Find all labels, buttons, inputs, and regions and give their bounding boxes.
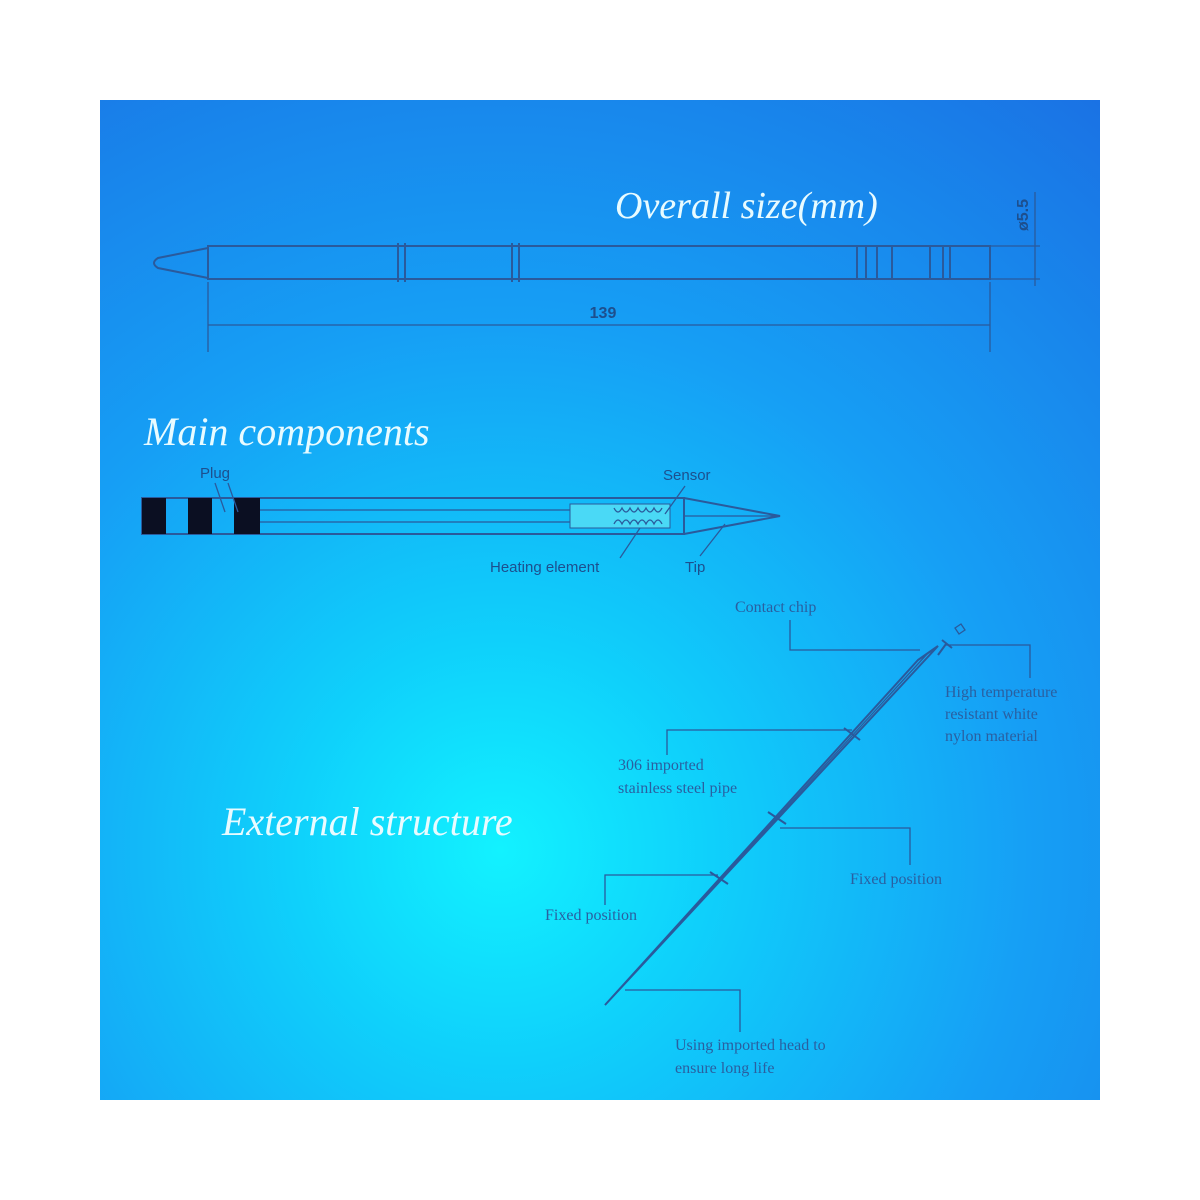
- external-tip-outline: [604, 623, 966, 1006]
- external-tip-cap-2: [937, 643, 947, 656]
- diagram-panel: Overall size(mm) 139: [100, 100, 1100, 1100]
- pipe-leader: [666, 729, 852, 755]
- nylon-label-line1: High temperature: [945, 684, 1057, 701]
- external-structure-title: External structure: [221, 799, 513, 844]
- overall-tip-cone: [153, 247, 209, 279]
- length-value: 139: [590, 305, 617, 322]
- main-components-title: Main components: [143, 409, 430, 454]
- sensor-leader: [664, 485, 686, 515]
- fixed-position-right-label: Fixed position: [850, 871, 942, 888]
- contact-chip-part: [954, 623, 966, 635]
- external-tip-axis: [604, 652, 929, 1006]
- fixed-position-left-leader: [604, 874, 718, 905]
- tip-label: Tip: [685, 559, 705, 576]
- head-label-line1: Using imported head to: [675, 1037, 826, 1054]
- contact-chip-label: Contact chip: [735, 599, 816, 616]
- plug-label: Plug: [200, 465, 230, 482]
- pipe-label-line1: 306 imported: [618, 757, 704, 774]
- pipe-label-line2: stainless steel pipe: [618, 780, 737, 797]
- plug-stripe-3: [234, 498, 260, 534]
- heating-element-label: Heating element: [490, 559, 600, 576]
- plug-stripe-1: [142, 498, 166, 534]
- heating-element-coil: [613, 506, 663, 526]
- head-leader: [625, 989, 741, 1032]
- overall-tip-body: [207, 245, 991, 280]
- length-dimension: 139: [207, 282, 991, 352]
- diameter-dimension: ø5.5: [990, 192, 1040, 286]
- contact-chip-leader: [789, 620, 920, 651]
- plug-stripe-2: [188, 498, 212, 534]
- nylon-label-line3: nylon material: [945, 728, 1038, 745]
- fixed-position-left-label: Fixed position: [545, 907, 637, 924]
- tip-leader: [699, 523, 726, 557]
- nylon-label-line2: resistant white: [945, 706, 1038, 723]
- soldering-tip-diagram: Overall size(mm) 139: [141, 185, 1057, 1077]
- heating-element-leader: [619, 527, 641, 559]
- fixed-ring-lower: [709, 871, 729, 885]
- external-structure-section: External structure Contact chip High tem…: [221, 599, 1057, 1077]
- sensor-label: Sensor: [663, 467, 711, 484]
- head-label-line2: ensure long life: [675, 1060, 775, 1077]
- plug-leader: [214, 482, 226, 513]
- main-components-section: Main components Plug Sensor Heating elem…: [141, 409, 781, 576]
- overall-tip-outline: [153, 243, 991, 282]
- fixed-position-right-leader: [780, 827, 911, 865]
- external-tip-cap: [941, 639, 953, 649]
- diameter-value: ø5.5: [1015, 199, 1032, 231]
- components-tip-outline: [141, 497, 781, 535]
- plug-leader-2: [227, 482, 239, 513]
- nylon-leader: [945, 644, 1031, 678]
- overall-size-section: Overall size(mm) 139: [153, 185, 1040, 352]
- heating-element-zone: [569, 503, 671, 529]
- fixed-ring-middle: [767, 811, 787, 825]
- overall-size-title: Overall size(mm): [615, 185, 878, 227]
